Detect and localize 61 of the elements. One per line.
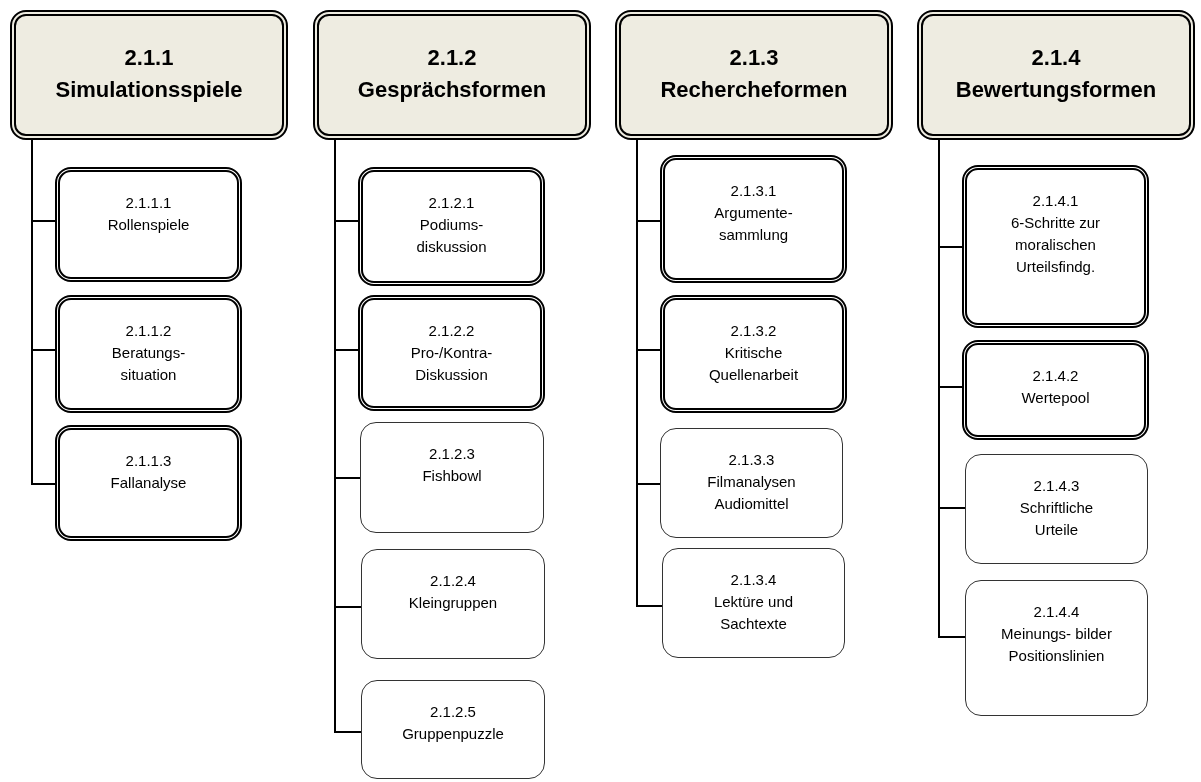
section-number: 2.1.2.2	[428, 321, 475, 341]
method-box	[660, 155, 847, 283]
section-number: 2.1.2.5	[430, 702, 476, 722]
section-title: Argumente- sammlung	[713, 203, 794, 245]
section-number: 2.1.1.2	[125, 321, 172, 341]
section-title: Bewertungsformen	[955, 76, 1157, 104]
method-box	[361, 549, 545, 659]
section-title: Kritische Quellenarbeit	[707, 343, 800, 385]
method-box	[55, 167, 242, 282]
category-box	[10, 10, 288, 140]
section-number: 2.1.4.3	[1033, 476, 1080, 496]
section-number: 2.1.4.2	[1032, 366, 1079, 386]
method-box	[962, 165, 1149, 328]
section-title: Rollenspiele	[107, 215, 190, 235]
section-number: 2.1.3.4	[730, 570, 777, 590]
section-title: Fishbowl	[422, 466, 482, 486]
section-number: 2.1.2.1	[428, 193, 475, 213]
method-box	[360, 422, 544, 533]
section-title: 6-Schritte zur moralischen Urteilsfindg.	[1009, 213, 1102, 277]
section-title: Meinungs- bilder Positionslinien	[1000, 624, 1113, 666]
section-number: 2.1.2.3	[429, 444, 475, 464]
section-number: 2.1.1.3	[125, 451, 172, 471]
section-number: 2.1.3	[729, 44, 779, 72]
method-box	[965, 454, 1148, 564]
section-title: Fallanalyse	[110, 473, 187, 493]
section-number: 2.1.3.1	[730, 181, 777, 201]
method-box	[662, 548, 845, 658]
section-title: Gesprächsformen	[357, 76, 547, 104]
method-box	[358, 167, 545, 286]
section-title: Simulationsspiele	[55, 76, 243, 104]
method-box	[660, 428, 843, 538]
category-box	[615, 10, 893, 140]
section-title: Lektüre und Sachtexte	[712, 592, 795, 634]
section-number: 2.1.4.1	[1032, 191, 1079, 211]
method-box	[358, 295, 545, 411]
method-box	[55, 295, 242, 413]
section-title: Gruppenpuzzle	[402, 724, 504, 744]
method-box	[361, 680, 545, 779]
section-number: 2.1.1.1	[125, 193, 172, 213]
section-title: Pro-/Kontra- Diskussion	[409, 343, 494, 385]
section-title: Schriftliche Urteile	[1018, 498, 1095, 540]
section-number: 2.1.1	[124, 44, 174, 72]
category-box	[917, 10, 1195, 140]
section-number: 2.1.4	[1031, 44, 1081, 72]
connector-line	[31, 139, 56, 485]
section-title: Beratungs- situation	[110, 343, 187, 385]
section-number: 2.1.3.2	[730, 321, 777, 341]
section-number: 2.1.3.3	[728, 450, 775, 470]
category-box	[313, 10, 591, 140]
section-number: 2.1.2	[427, 44, 477, 72]
method-box	[660, 295, 847, 413]
section-title: Rechercheformen	[660, 76, 848, 104]
method-box	[965, 580, 1148, 716]
method-box	[55, 425, 242, 541]
section-title: Kleingruppen	[408, 593, 498, 613]
section-number: 2.1.2.4	[430, 571, 476, 591]
section-number: 2.1.4.4	[1033, 602, 1080, 622]
method-box	[962, 340, 1149, 440]
section-title: Filmanalysen Audiomittel	[706, 472, 797, 514]
section-title: Podiums- diskussion	[415, 215, 488, 257]
section-title: Wertepool	[1021, 388, 1090, 408]
